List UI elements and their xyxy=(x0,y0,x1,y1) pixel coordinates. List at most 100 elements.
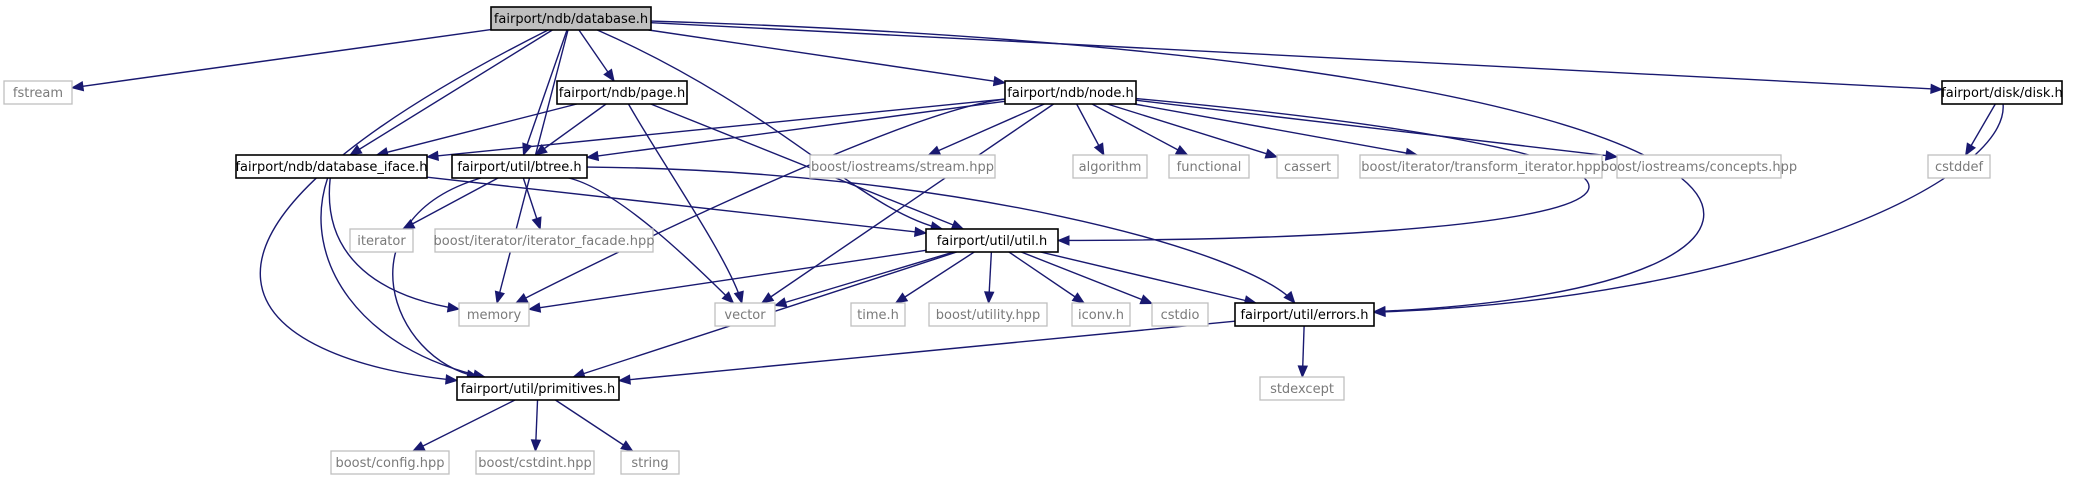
node-disk-h[interactable]: fairport/disk/disk.h xyxy=(1941,80,2063,105)
node-box xyxy=(330,450,450,475)
node-label: time.h xyxy=(857,308,899,323)
node-label: cstddef xyxy=(1935,160,1984,175)
edge-arrowhead-errors_h-to-stdexcept xyxy=(1297,365,1309,379)
edge-node_h-to-vector xyxy=(761,103,1055,304)
node-label: vector xyxy=(724,308,766,323)
edge-arrowhead-primitives_h-to-boost_config xyxy=(411,441,426,452)
edge-util_h-to-cstdio xyxy=(1020,251,1153,305)
edge-arrowhead-database_h-to-btree_h xyxy=(522,142,533,157)
node-box xyxy=(809,154,996,179)
edge-util_h-to-time_h xyxy=(895,251,975,304)
edge-arrowhead-database_iface_h-to-util_h xyxy=(913,226,928,238)
edge-arrowhead-database_h-to-primitives_h xyxy=(445,374,459,385)
node-page-h[interactable]: fairport/ndb/page.h xyxy=(556,80,688,105)
edge-arrowhead-database_h-to-database_iface_h xyxy=(348,144,363,156)
node-label: cstdio xyxy=(1161,308,1200,323)
edge-arrowhead-page_h-to-util_h xyxy=(950,219,965,230)
edge-node_h-to-btree_h xyxy=(586,100,1006,159)
node-btree-h[interactable]: fairport/util/btree.h xyxy=(451,154,588,179)
edge-arrowhead-util_h-to-memory xyxy=(527,302,542,313)
edge-arrowhead-node_h-to-vector xyxy=(760,292,775,304)
node-database-h[interactable]: fairport/ndb/database.h xyxy=(490,6,652,31)
edge-database_h-to-disk_h xyxy=(650,21,1943,91)
edge-arrowhead-node_h-to-util_h xyxy=(1056,235,1070,246)
node-box xyxy=(235,154,428,179)
node-label: string xyxy=(631,456,668,471)
node-node-h[interactable]: fairport/ndb/node.h xyxy=(1004,80,1137,105)
node-box xyxy=(1071,302,1131,327)
dependency-edges xyxy=(70,20,2004,453)
edge-primitives_h-to-string xyxy=(555,399,633,452)
edge-database_iface_h-to-primitives_h xyxy=(320,177,485,378)
node-boost-concepts: boost/iostreams/concepts.hpp xyxy=(1601,154,1797,179)
edge-node_h-to-boost_concepts xyxy=(1135,99,1618,158)
edge-arrowhead-util_h-to-cstdio xyxy=(1139,294,1154,305)
edge-node_h-to-functional xyxy=(1091,103,1188,156)
node-label: boost/config.hpp xyxy=(335,456,444,471)
node-label: fairport/disk/disk.h xyxy=(1941,86,2063,101)
node-box xyxy=(1168,154,1250,179)
node-label: iconv.h xyxy=(1078,308,1124,323)
edge-arrowhead-node_h-to-btree_h xyxy=(585,150,600,162)
edge-btree_h-to-errors_h xyxy=(586,166,1296,304)
node-box xyxy=(925,228,1059,253)
node-label: boost/iterator/transform_iterator.hpp xyxy=(1361,160,1601,175)
edge-arrowhead-database_h-to-disk_h xyxy=(1930,83,1944,95)
node-util-h[interactable]: fairport/util/util.h xyxy=(925,228,1059,253)
node-box xyxy=(451,154,588,179)
node-cassert: cassert xyxy=(1276,154,1339,179)
edge-arrowhead-btree_h-to-vector xyxy=(721,291,735,304)
edge-page_h-to-btree_h xyxy=(535,103,607,156)
node-box xyxy=(556,80,688,105)
node-memory: memory xyxy=(458,302,530,327)
edge-disk_h-to-errors_h xyxy=(1373,103,2004,313)
edge-arrowhead-page_h-to-vector xyxy=(733,290,744,305)
node-errors-h[interactable]: fairport/util/errors.h xyxy=(1234,302,1375,327)
edge-util_h-to-memory xyxy=(528,249,927,310)
edge-btree_h-to-iterator xyxy=(402,177,499,230)
node-label: fairport/util/btree.h xyxy=(457,160,581,175)
edge-node_h-to-boost_stream xyxy=(928,103,1045,156)
edge-arrowhead-node_h-to-algorithm xyxy=(1093,142,1105,157)
edge-arrowhead-node_h-to-functional xyxy=(1174,144,1189,156)
node-label: functional xyxy=(1177,160,1242,175)
node-iconv-h: iconv.h xyxy=(1071,302,1131,327)
node-box xyxy=(1151,302,1209,327)
edge-arrowhead-util_h-to-iconv_h xyxy=(1071,292,1086,304)
node-box xyxy=(475,450,595,475)
edge-database_h-to-primitives_h xyxy=(259,29,549,382)
node-box xyxy=(850,302,906,327)
node-label: fairport/ndb/page.h xyxy=(559,86,686,101)
edge-arrowhead-node_h-to-memory xyxy=(514,293,529,304)
edge-arrowhead-btree_h-to-errors_h xyxy=(1283,290,1296,305)
node-boost-config: boost/config.hpp xyxy=(330,450,450,475)
edge-arrowhead-database_h-to-page_h xyxy=(603,68,615,83)
node-label: boost/cstdint.hpp xyxy=(478,456,592,471)
node-box xyxy=(490,6,652,31)
node-box xyxy=(1259,376,1345,401)
edge-arrowhead-node_h-to-boost_stream xyxy=(927,145,942,156)
node-boost-utility: boost/utility.hpp xyxy=(928,302,1048,327)
edge-database_iface_h-to-util_h xyxy=(426,176,927,234)
node-iterator: iterator xyxy=(349,228,414,253)
node-box xyxy=(458,302,530,327)
edge-arrowhead-page_h-to-btree_h xyxy=(534,144,548,156)
edge-arrowhead-primitives_h-to-string xyxy=(620,440,634,452)
node-cstddef: cstddef xyxy=(1927,154,1991,179)
node-cstdio: cstdio xyxy=(1151,302,1209,327)
edge-arrowhead-btree_h-to-iterator_facade xyxy=(531,216,542,231)
node-database-iface-h[interactable]: fairport/ndb/database_iface.h xyxy=(235,154,428,179)
node-label: boost/iostreams/stream.hpp xyxy=(811,160,994,175)
node-label: boost/iostreams/concepts.hpp xyxy=(1601,160,1797,175)
edge-arrowhead-util_h-to-boost_utility xyxy=(984,291,995,305)
edge-util_h-to-vector xyxy=(774,251,954,307)
node-label: fairport/util/errors.h xyxy=(1240,308,1368,323)
edge-node_h-to-transform_iterator xyxy=(1134,103,1418,156)
node-box xyxy=(714,302,776,327)
edge-node_h-to-database_iface_h xyxy=(426,98,1006,158)
node-primitives-h[interactable]: fairport/util/primitives.h xyxy=(456,376,620,401)
node-stdexcept: stdexcept xyxy=(1259,376,1345,401)
node-label: fairport/ndb/database_iface.h xyxy=(235,160,427,175)
